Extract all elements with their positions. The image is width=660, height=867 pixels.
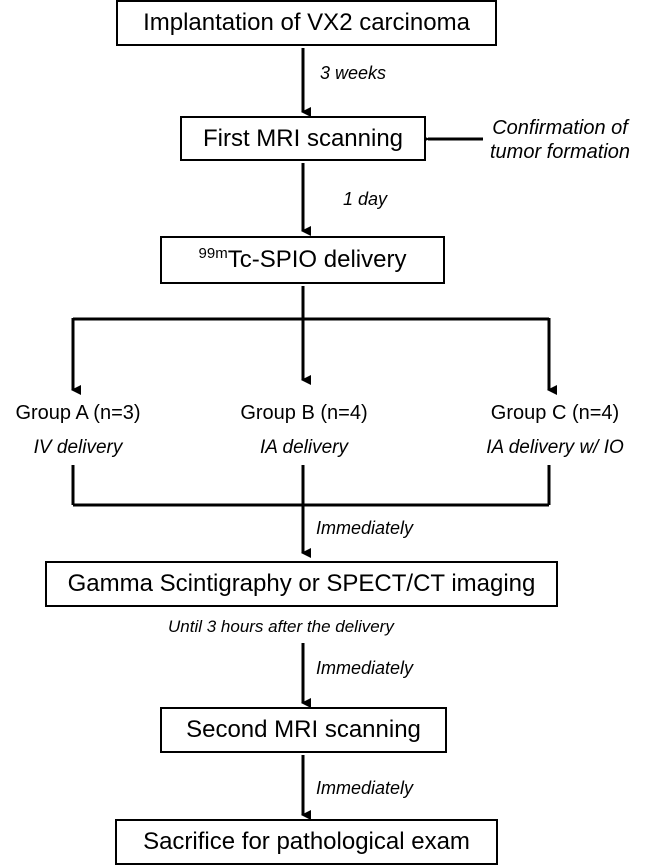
step-sacrifice-label: Sacrifice for pathological exam	[143, 828, 470, 855]
group-a: Group A (n=3) IV delivery	[0, 401, 156, 460]
step-second-mri-label: Second MRI scanning	[186, 716, 421, 743]
annotation-immediately-2: Immediately	[316, 658, 414, 678]
annotation-immediately-1: Immediately	[316, 518, 414, 538]
step-first-mri: First MRI scanning	[180, 116, 426, 161]
group-b-name: Group B (n=4)	[240, 402, 368, 424]
isotope-superscript: 99m	[198, 245, 228, 262]
step-imaging-label: Gamma Scintigraphy or SPECT/CT imaging	[67, 570, 536, 597]
group-a-name: Group A (n=3)	[15, 402, 141, 424]
step-first-mri-label: First MRI scanning	[202, 124, 404, 152]
step-delivery-text: Tc-SPIO delivery	[227, 246, 407, 273]
group-c-name: Group C (n=4)	[490, 402, 620, 424]
step-implantation: Implantation of VX2 carcinoma	[116, 0, 497, 46]
step-sacrifice: Sacrifice for pathological exam	[115, 819, 498, 865]
group-b: Group B (n=4) IA delivery	[226, 401, 382, 460]
group-a-route: IV delivery	[33, 437, 123, 458]
step-delivery: 99mTc-SPIO delivery	[160, 236, 445, 284]
step-implantation-label: Implantation of VX2 carcinoma	[143, 9, 470, 36]
group-c-route: IA delivery w/ IO	[486, 437, 624, 458]
annotation-one-day: 1 day	[343, 189, 388, 209]
annotation-confirmation-line1: Confirmation of	[492, 117, 628, 139]
annotation-confirmation-line2: tumor formation	[490, 141, 631, 163]
annotation-confirmation: Confirmation of tumor formation	[490, 116, 630, 164]
step-imaging: Gamma Scintigraphy or SPECT/CT imaging	[45, 561, 558, 607]
group-b-route: IA delivery	[260, 437, 348, 458]
step-second-mri: Second MRI scanning	[160, 707, 447, 753]
annotation-three-weeks: 3 weeks	[320, 63, 387, 83]
annotation-immediately-3: Immediately	[316, 778, 414, 798]
group-c: Group C (n=4) IA delivery w/ IO	[470, 401, 640, 460]
annotation-until: Until 3 hours after the delivery	[168, 617, 394, 636]
step-delivery-label: 99mTc-SPIO delivery	[198, 245, 407, 273]
